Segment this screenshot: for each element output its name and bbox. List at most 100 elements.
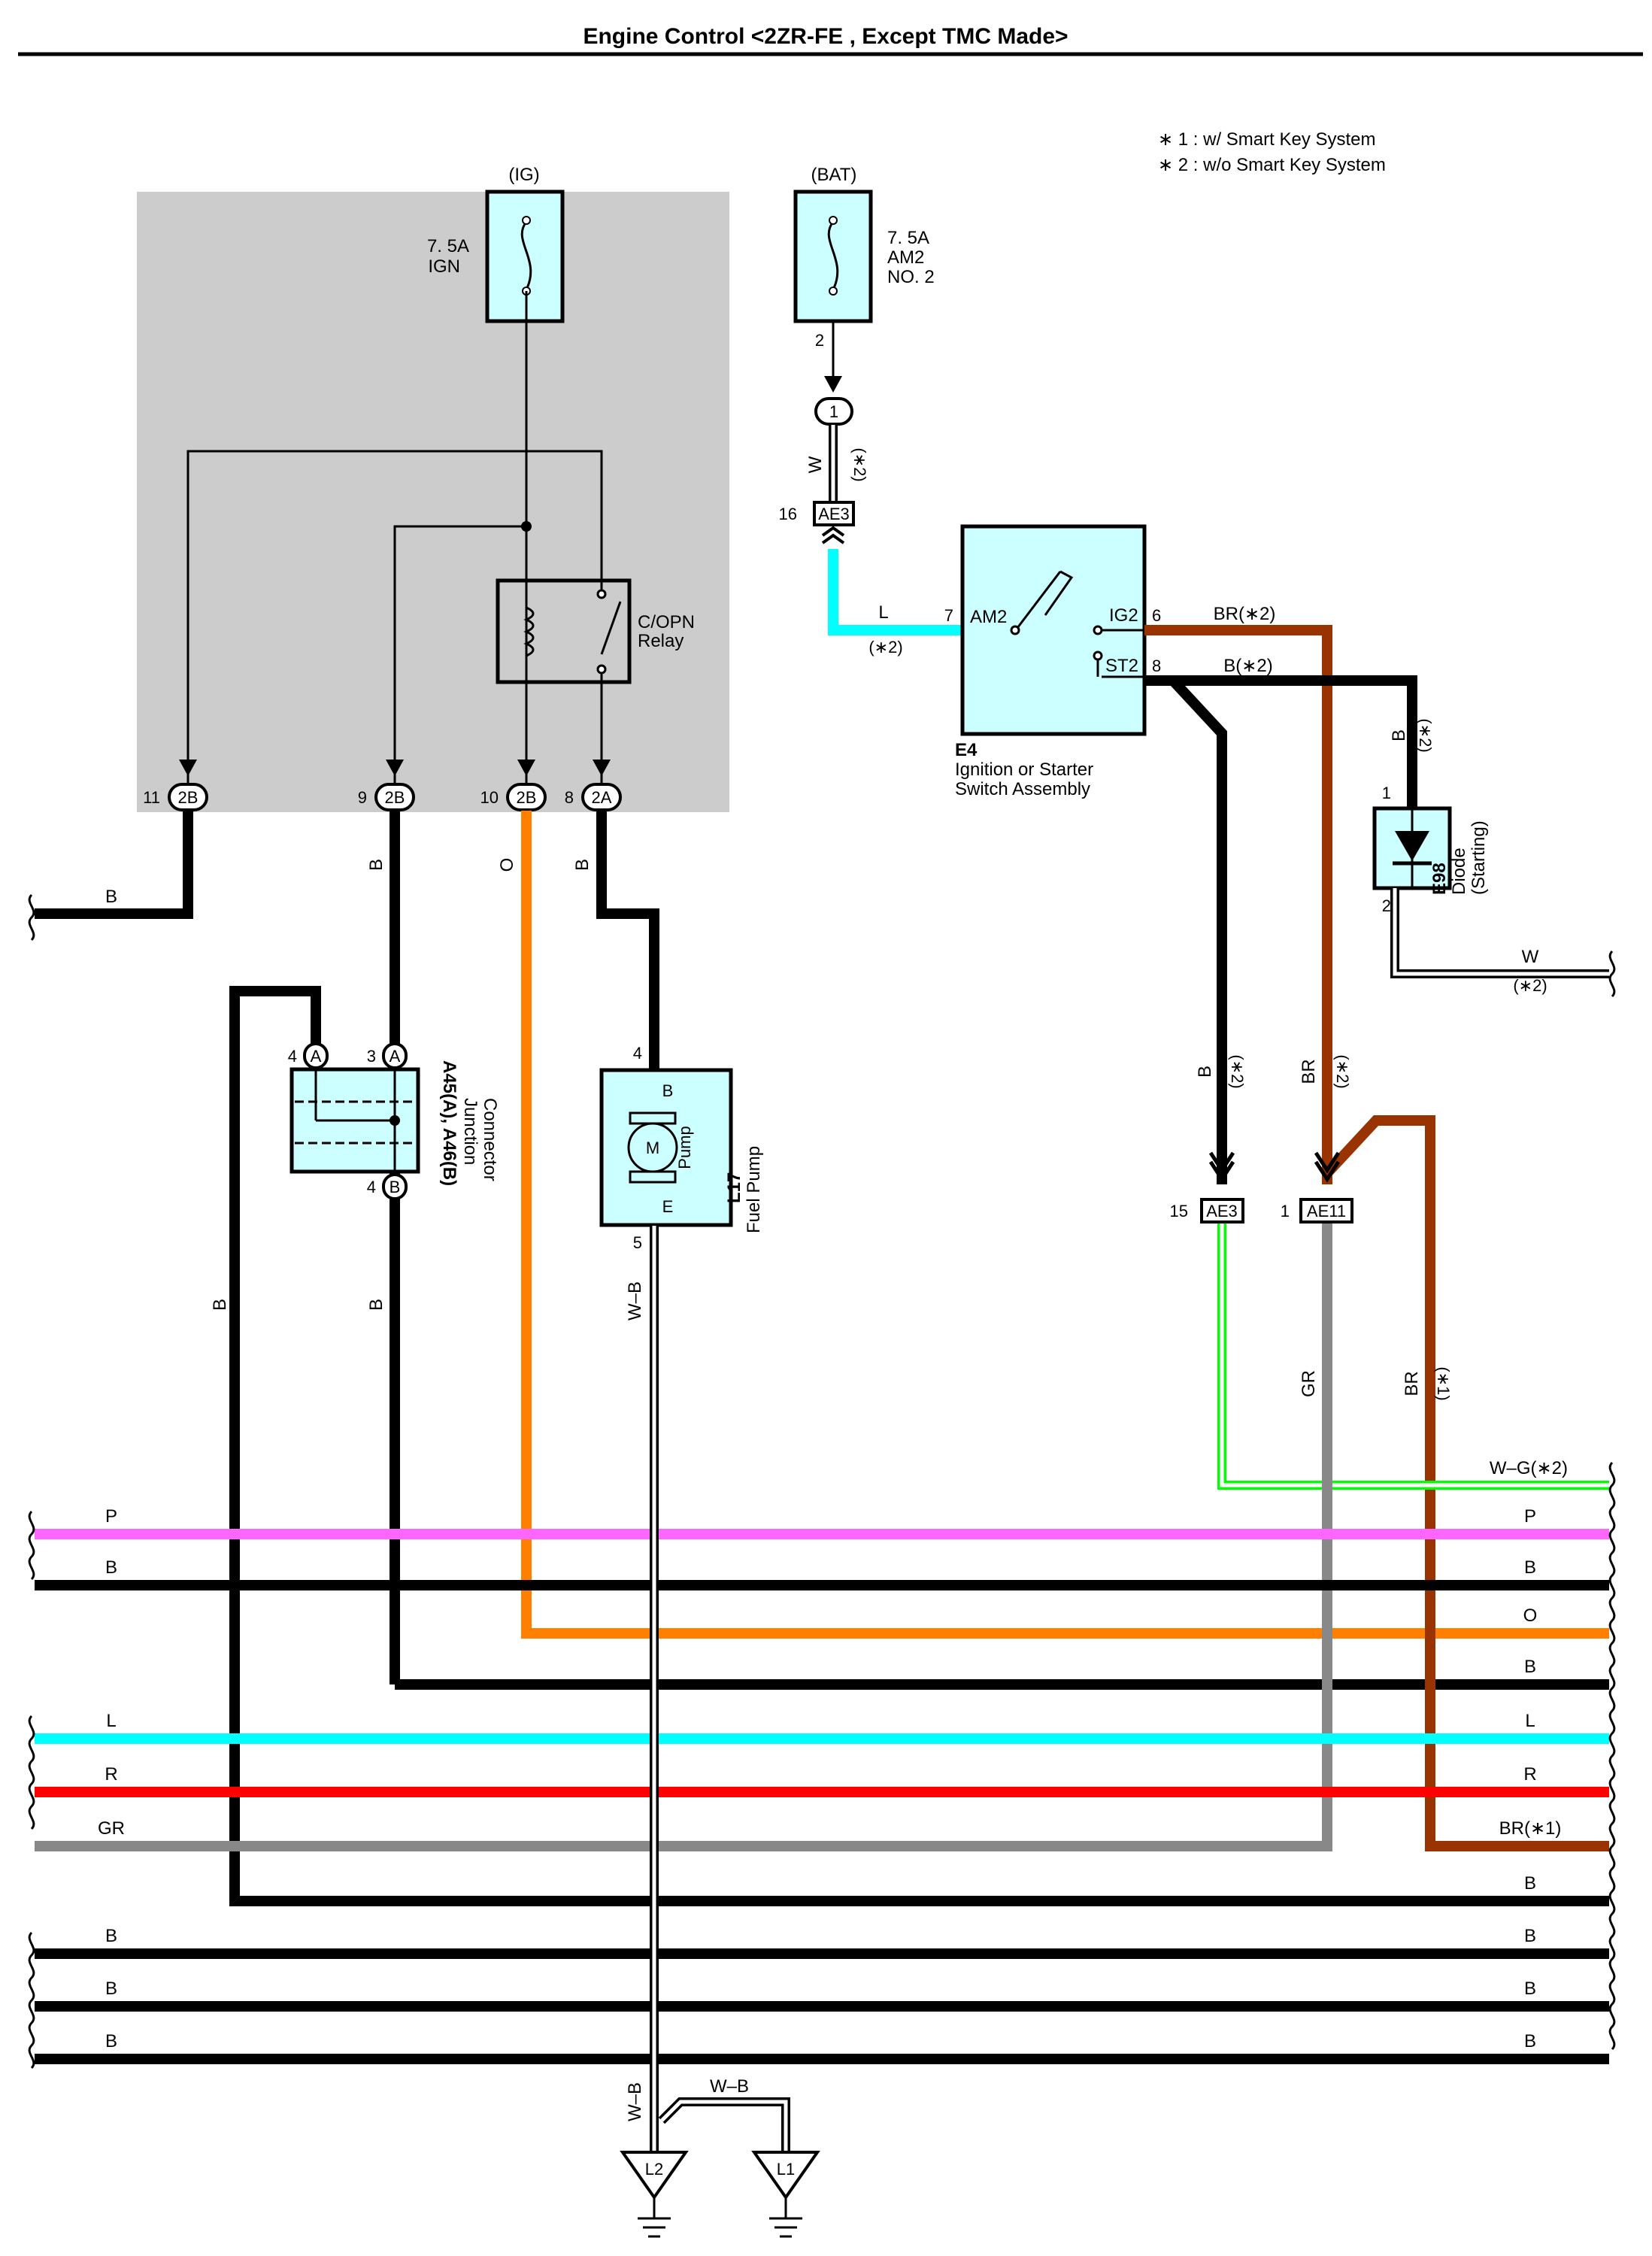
wire-gr-gray: [35, 1224, 1332, 1851]
e4-ig2-label: IG2: [1109, 605, 1138, 626]
wire-br-ig2: [1144, 625, 1332, 1184]
wire-note-br-ae11: (∗2): [1333, 1054, 1352, 1088]
ign-fuse-element: [520, 221, 532, 290]
copn-relay: [496, 578, 632, 684]
fuel-pump-term-e: E: [662, 1197, 674, 1216]
wire-l-cyan-e4: [828, 549, 962, 635]
wire-wg-green: [1217, 1224, 1609, 1490]
wire-label-gr-vertical: GR: [1299, 1370, 1319, 1397]
svg-text:10: 10: [480, 788, 499, 807]
fuel-pump-term-b: B: [662, 1081, 674, 1100]
fuel-pump-pin5: 5: [633, 1233, 642, 1252]
bus-right-label-l: L: [1525, 1711, 1535, 1731]
junction-pin-4b: B 4: [367, 1173, 408, 1200]
bus-left-label-b1: B: [105, 1557, 117, 1578]
bus-left-label-r: R: [105, 1764, 117, 1784]
wire-b-st2: [1144, 675, 1417, 808]
wire-label-w-bat: W: [805, 456, 826, 473]
e4-pin-ig2: 6: [1152, 606, 1161, 625]
bus-right-label-br1: BR(∗1): [1499, 1818, 1562, 1839]
wire-label-wb-top: W–B: [625, 1281, 645, 1321]
svg-text:B: B: [390, 1178, 401, 1196]
ae3-low-pin: 15: [1170, 1202, 1188, 1220]
wire-label-w-diode: W: [1522, 947, 1539, 967]
relay-name2: Relay: [638, 631, 684, 651]
wire-label-b-left: B: [210, 1299, 230, 1311]
e4-st2-label: ST2: [1105, 656, 1138, 676]
wire-label-b-mid: B: [366, 1299, 386, 1311]
ae3-low-label: AE3: [1206, 1202, 1238, 1220]
wire-label-b-diode: B: [1389, 729, 1409, 741]
wire-label-l-e4: L: [878, 602, 888, 623]
fuel-pump-name: Fuel Pump: [744, 1146, 764, 1233]
fuel-pump-id: L17: [724, 1172, 744, 1203]
bus-right-label-b4: B: [1524, 1926, 1536, 1946]
wire-label-o: O: [497, 858, 517, 872]
junction-name2: Connector: [480, 1098, 500, 1181]
svg-text:9: 9: [358, 788, 367, 807]
jb-pin-9: 2B 9: [358, 760, 415, 811]
svg-text:A: A: [390, 1047, 401, 1066]
wire-label-b-ae3: B: [1195, 1066, 1215, 1078]
wire-b-pin8: [596, 811, 659, 1070]
bus-right-label-b2: B: [1524, 1657, 1536, 1677]
bus-left-label-b3: B: [105, 1979, 117, 1999]
bus-right-label-r: R: [1523, 1764, 1536, 1784]
svg-text:11: 11: [143, 788, 160, 807]
ae3-connector-low: [1200, 1198, 1244, 1224]
am2-fuse-name2: NO. 2: [887, 267, 935, 287]
bus-left-label-p: P: [105, 1506, 117, 1527]
wire-label-br-ig2: BR(∗2): [1214, 604, 1276, 624]
e4-pin-am2: 7: [944, 606, 953, 625]
continuation-marks: [28, 893, 1616, 2070]
wire-o-orange: [521, 811, 1609, 1639]
wire-wb-ground: [658, 2097, 790, 2151]
svg-text:A: A: [311, 1047, 322, 1066]
ae11-connector: [1299, 1198, 1353, 1224]
relay-coil: [523, 589, 622, 675]
ae3-connector-top: [813, 501, 855, 526]
page-title: Engine Control <2ZR-FE , Except TMC Made…: [583, 24, 1068, 49]
connector-1: [814, 397, 853, 426]
note-2: ∗ 2 : w/o Smart Key System: [1158, 155, 1386, 175]
junction-block-area: [137, 192, 729, 812]
bus-right-label-b5: B: [1524, 1979, 1536, 1999]
e98-pin1: 1: [1382, 784, 1391, 802]
e98-id: E98: [1429, 863, 1450, 895]
e4-am2-label: AM2: [970, 607, 1007, 627]
svg-text:3: 3: [367, 1047, 376, 1066]
svg-text:L2: L2: [645, 2160, 663, 2179]
ign-fuse-name: IGN: [428, 256, 460, 277]
note-1: ∗ 1 : w/ Smart Key System: [1158, 129, 1376, 150]
ign-fuse-rating: 7. 5A: [427, 236, 469, 256]
wire-label-br-ae11: BR: [1299, 1059, 1319, 1084]
svg-text:2A: 2A: [592, 788, 612, 807]
junction-name1: Junction: [460, 1098, 480, 1165]
ign-fuse: [485, 190, 565, 323]
wire-label-b-pin8: B: [572, 859, 593, 871]
relay-name1: C/OPN: [638, 612, 695, 632]
junction-pin-3a: A 3: [367, 1042, 408, 1069]
connector-1-label: 1: [829, 402, 838, 421]
ig-source-label: (IG): [508, 165, 539, 185]
wire-note-b-ae3: (∗2): [1228, 1054, 1247, 1088]
junction-pin-4a: A 4: [288, 1042, 329, 1069]
e4-name2: Switch Assembly: [955, 779, 1090, 799]
e4-name1: Ignition or Starter: [955, 760, 1093, 780]
bus-left-label-gr: GR: [98, 1818, 125, 1839]
wire-b-junction-loop: [229, 986, 1609, 1906]
bus-left-label-b4: B: [105, 2031, 117, 2051]
svg-text:4: 4: [367, 1178, 376, 1196]
ground-l1: L1: [751, 2151, 820, 2238]
wire-label-b-st2: B(∗2): [1223, 656, 1272, 676]
bus-right-label-p: P: [1524, 1506, 1536, 1527]
wire-b-pin11: [35, 811, 193, 919]
wire-label-b-pin9: B: [366, 859, 386, 871]
e4-pin-st2: 8: [1152, 656, 1161, 675]
jb-pin-8: 2A 8: [565, 760, 622, 811]
svg-text:2B: 2B: [517, 788, 537, 807]
junction-dot: [521, 521, 532, 532]
am2-fuse-rating: 7. 5A: [887, 228, 929, 248]
svg-text:2B: 2B: [385, 788, 405, 807]
bus-right-label-o: O: [1523, 1606, 1538, 1626]
